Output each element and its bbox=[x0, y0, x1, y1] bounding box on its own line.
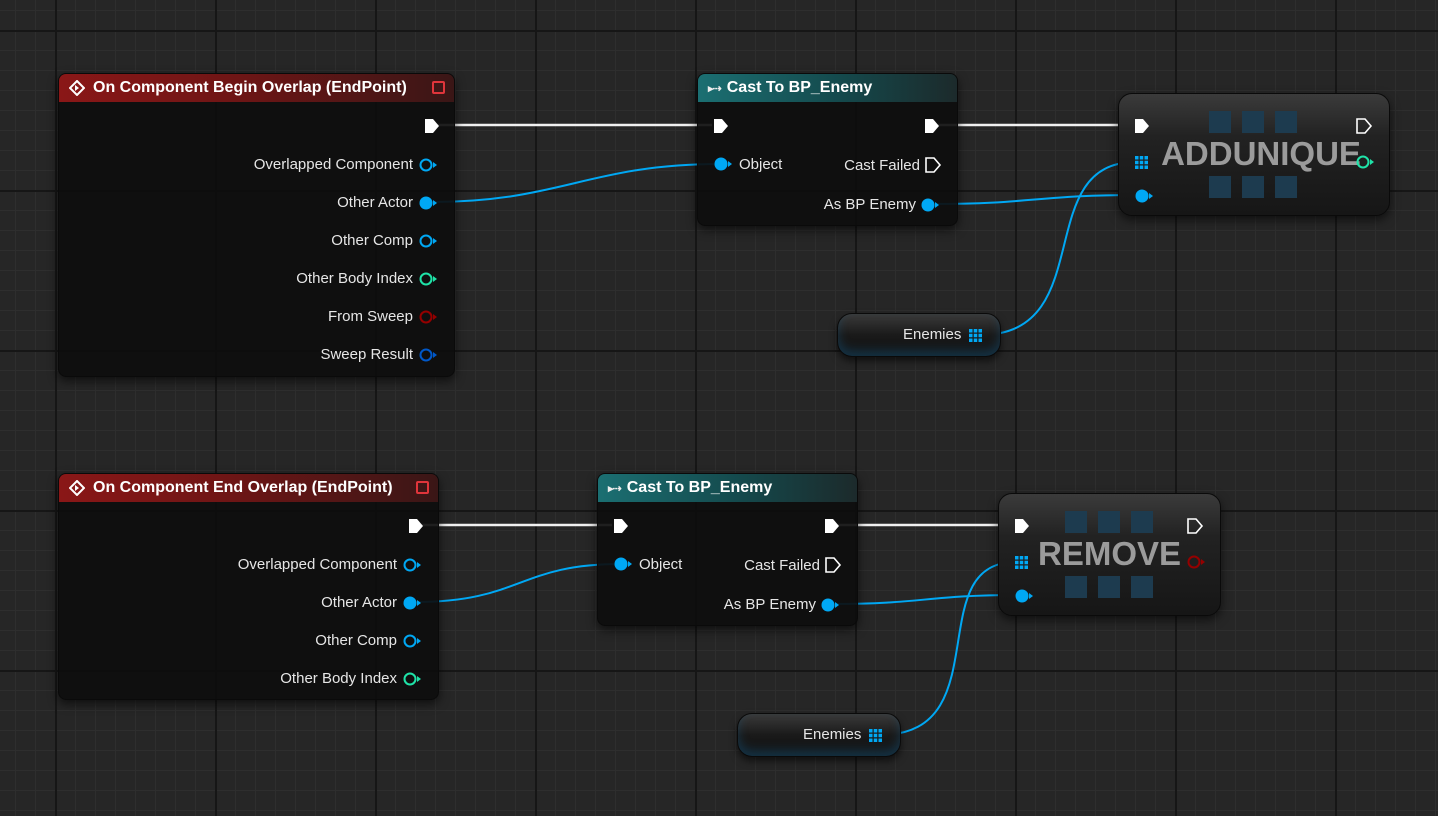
node-title: On Component Begin Overlap (EndPoint) bbox=[93, 79, 407, 96]
item-in-pin[interactable] bbox=[1134, 188, 1154, 204]
index-out-pin[interactable] bbox=[1355, 154, 1375, 170]
enemies-variable-node-top[interactable]: Enemies bbox=[837, 313, 1001, 357]
exec-in-pin[interactable] bbox=[1133, 117, 1151, 135]
array-grid-icon[interactable] bbox=[868, 728, 883, 743]
sweep-result-pin[interactable] bbox=[418, 347, 438, 363]
array-deco-square bbox=[1209, 111, 1231, 133]
other-body-index-pin[interactable] bbox=[418, 271, 438, 287]
array-deco-square bbox=[1065, 576, 1087, 598]
item-in-pin[interactable] bbox=[1014, 588, 1034, 604]
cast-to-bp-enemy-node-top[interactable]: ▸⇢ Cast To BP_Enemy Object Cast Failed A… bbox=[697, 73, 958, 226]
remove-node[interactable]: REMOVE bbox=[998, 493, 1221, 616]
pin-label-other-body-index: Other Body Index bbox=[296, 270, 413, 287]
bool-out-pin[interactable] bbox=[1186, 554, 1206, 570]
array-wire-enemies-to-remove bbox=[879, 561, 1017, 736]
object-wire-actor-to-cast-top bbox=[431, 163, 721, 203]
delegate-square-icon[interactable] bbox=[416, 481, 429, 494]
array-deco-square bbox=[1098, 576, 1120, 598]
delegate-square-icon[interactable] bbox=[432, 81, 445, 94]
pin-label-cast-failed: Cast Failed bbox=[744, 557, 820, 574]
from-sweep-pin[interactable] bbox=[418, 309, 438, 325]
other-comp-pin[interactable] bbox=[402, 633, 422, 649]
other-comp-pin[interactable] bbox=[418, 233, 438, 249]
pin-label-object: Object bbox=[739, 156, 783, 173]
other-actor-pin[interactable] bbox=[418, 195, 438, 211]
pin-label-object: Object bbox=[639, 556, 683, 573]
other-actor-pin[interactable] bbox=[402, 595, 422, 611]
other-body-index-pin[interactable] bbox=[402, 671, 422, 687]
pin-label-other-actor: Other Actor bbox=[337, 194, 413, 211]
enemies-variable-node-bottom[interactable]: Enemies bbox=[737, 713, 901, 757]
pin-label-cast-failed: Cast Failed bbox=[844, 157, 920, 174]
array-grid-icon[interactable] bbox=[1014, 555, 1029, 570]
object-wire-cast-top-to-addunique bbox=[934, 194, 1139, 205]
pin-label-from-sweep: From Sweep bbox=[327, 308, 413, 325]
object-in-pin[interactable] bbox=[613, 556, 633, 572]
exec-out-pin[interactable] bbox=[1186, 517, 1204, 535]
pin-label-other-comp: Other Comp bbox=[315, 632, 397, 649]
end-overlap-event-node[interactable]: On Component End Overlap (EndPoint) Over… bbox=[58, 473, 439, 700]
object-wire-cast-bottom-to-remove bbox=[834, 594, 1019, 605]
exec-in-pin[interactable] bbox=[712, 117, 730, 135]
begin-overlap-event-node[interactable]: On Component Begin Overlap (EndPoint) Ov… bbox=[58, 73, 455, 377]
exec-out-pin[interactable] bbox=[423, 117, 441, 135]
array-deco-square bbox=[1275, 111, 1297, 133]
variable-label: Enemies bbox=[803, 726, 862, 743]
as-bp-enemy-pin[interactable] bbox=[920, 197, 940, 213]
node-title: On Component End Overlap (EndPoint) bbox=[93, 479, 393, 496]
pin-label-overlapped-component: Overlapped Component bbox=[253, 156, 413, 173]
node-header[interactable]: ▸⇢ Cast To BP_Enemy bbox=[698, 74, 957, 102]
array-deco-square bbox=[1209, 176, 1231, 198]
node-title: ADDUNIQUE bbox=[1161, 135, 1361, 172]
array-deco-square bbox=[1131, 511, 1153, 533]
node-title: REMOVE bbox=[1037, 535, 1182, 572]
array-deco-square bbox=[1242, 176, 1264, 198]
overlapped-component-pin[interactable] bbox=[418, 157, 438, 173]
pin-label-overlapped-component: Overlapped Component bbox=[237, 556, 397, 573]
cast-failed-exec-pin[interactable] bbox=[924, 156, 942, 174]
pin-label-as-bp-enemy: As BP Enemy bbox=[723, 596, 816, 613]
array-deco-square bbox=[1065, 511, 1087, 533]
array-grid-icon[interactable] bbox=[968, 328, 983, 343]
node-title: Cast To BP_Enemy bbox=[626, 479, 773, 496]
as-bp-enemy-pin[interactable] bbox=[820, 597, 840, 613]
cast-failed-exec-pin[interactable] bbox=[824, 556, 842, 574]
cast-arrows-icon: ▸⇢ bbox=[708, 82, 722, 95]
exec-in-pin[interactable] bbox=[612, 517, 630, 535]
node-title: Cast To BP_Enemy bbox=[726, 79, 873, 96]
exec-out-pin[interactable] bbox=[823, 517, 841, 535]
event-diamond-icon bbox=[69, 480, 85, 496]
pin-label-other-body-index: Other Body Index bbox=[280, 670, 397, 687]
object-wire-actor-to-cast-bottom bbox=[415, 563, 621, 603]
array-wire-enemies-to-addunique bbox=[979, 161, 1137, 336]
array-deco-square bbox=[1242, 111, 1264, 133]
event-diamond-icon bbox=[69, 80, 85, 96]
array-deco-square bbox=[1275, 176, 1297, 198]
pin-label-other-comp: Other Comp bbox=[331, 232, 413, 249]
cast-to-bp-enemy-node-bottom[interactable]: ▸⇢ Cast To BP_Enemy Object Cast Failed A… bbox=[597, 473, 858, 626]
node-header[interactable]: On Component Begin Overlap (EndPoint) bbox=[59, 74, 454, 102]
pin-label-as-bp-enemy: As BP Enemy bbox=[823, 196, 916, 213]
node-header[interactable]: ▸⇢ Cast To BP_Enemy bbox=[598, 474, 857, 502]
overlapped-component-pin[interactable] bbox=[402, 557, 422, 573]
array-deco-square bbox=[1131, 576, 1153, 598]
exec-out-pin[interactable] bbox=[407, 517, 425, 535]
array-grid-icon[interactable] bbox=[1134, 155, 1149, 170]
add-unique-node[interactable]: ADDUNIQUE bbox=[1118, 93, 1390, 216]
pin-label-sweep-result: Sweep Result bbox=[320, 346, 413, 363]
exec-out-pin[interactable] bbox=[1355, 117, 1373, 135]
object-in-pin[interactable] bbox=[713, 156, 733, 172]
exec-in-pin[interactable] bbox=[1013, 517, 1031, 535]
pin-label-other-actor: Other Actor bbox=[321, 594, 397, 611]
variable-label: Enemies bbox=[903, 326, 962, 343]
exec-out-pin[interactable] bbox=[923, 117, 941, 135]
array-deco-square bbox=[1098, 511, 1120, 533]
node-header[interactable]: On Component End Overlap (EndPoint) bbox=[59, 474, 438, 502]
cast-arrows-icon: ▸⇢ bbox=[608, 482, 622, 495]
